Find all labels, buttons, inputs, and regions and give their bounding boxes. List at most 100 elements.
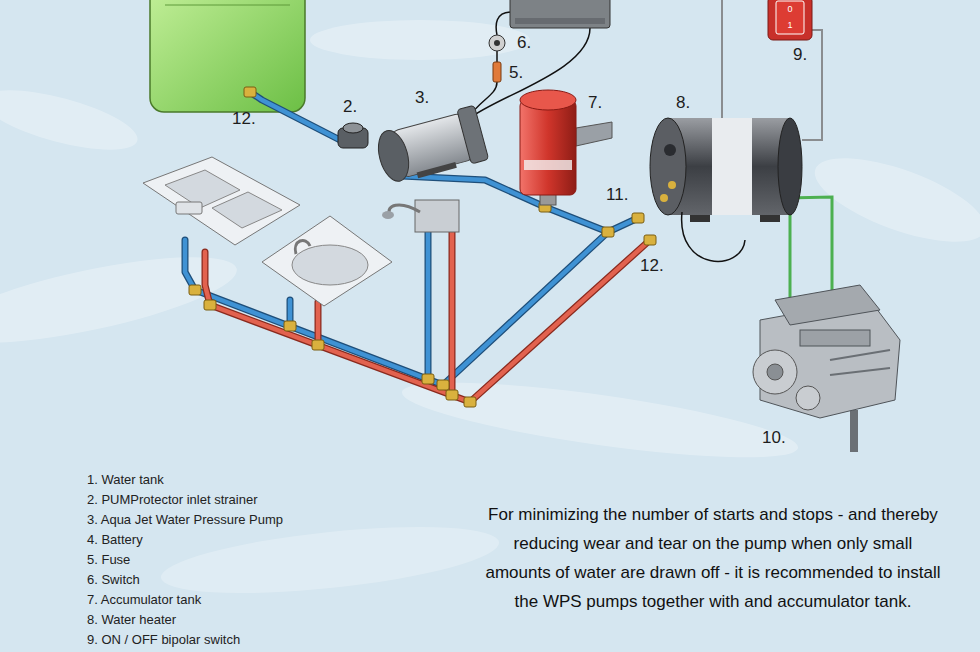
double-sink <box>143 157 300 245</box>
part-list-item: 8. Water heater <box>87 612 176 628</box>
pressure-pump <box>373 105 489 186</box>
engine <box>753 350 797 394</box>
bipolar-switch <box>776 1 804 34</box>
accumulator-tank <box>520 100 576 195</box>
part-list-item: 9. ON / OFF bipolar switch <box>87 632 240 648</box>
callout-number: 10. <box>762 428 786 447</box>
inlet-strainer <box>343 123 363 133</box>
engine <box>830 368 890 375</box>
part-list-item: 1. Water tank <box>87 472 164 488</box>
engine <box>796 386 820 410</box>
part-list-item: 7. Accumulator tank <box>87 592 201 608</box>
switch-6 <box>489 35 505 51</box>
water-heater <box>650 118 686 215</box>
switch-6 <box>494 40 500 46</box>
pipe-fittings <box>464 397 476 407</box>
wash-basin <box>262 216 392 306</box>
panel-lines <box>721 0 723 118</box>
callout-number: 12. <box>232 109 256 128</box>
pressure-pump <box>457 105 489 164</box>
callout-number: 6. <box>517 33 531 52</box>
cold-pipes <box>396 168 638 232</box>
double-sink <box>212 192 282 228</box>
accumulator-tank <box>520 90 576 110</box>
battery <box>510 0 610 28</box>
cold-pipes <box>396 168 638 232</box>
hot-pipes <box>315 302 322 345</box>
part-list-item: 6. Switch <box>87 572 140 588</box>
shower <box>415 200 459 232</box>
heater-cable <box>682 212 745 261</box>
battery <box>515 18 605 24</box>
cold-pipes <box>185 232 608 385</box>
pipe-fittings <box>644 235 656 245</box>
water-heater <box>712 118 752 215</box>
pipe-fittings <box>284 321 296 331</box>
engine <box>767 364 783 380</box>
switch-mark: 1 <box>785 20 795 30</box>
wash-basin <box>295 240 310 254</box>
cold-pipes <box>185 232 608 385</box>
callout-number: 8. <box>676 93 690 112</box>
water-background <box>398 367 801 472</box>
water-tank <box>150 0 305 112</box>
pipe-fittings <box>244 87 256 97</box>
part-list-item: 2. PUMProtector inlet strainer <box>87 492 258 508</box>
pipe-fittings <box>312 340 324 350</box>
accumulator-tank <box>576 122 612 146</box>
callout-number: 3. <box>415 88 429 107</box>
wash-basin <box>292 245 368 285</box>
part-list-item: 4. Battery <box>87 532 143 548</box>
water-background <box>158 514 502 605</box>
shower <box>382 211 394 219</box>
pipe-fittings <box>437 380 449 390</box>
water-heater <box>664 144 676 156</box>
accumulator-tank <box>524 160 572 170</box>
engine <box>830 350 890 360</box>
water-tank <box>150 0 305 112</box>
engine <box>753 285 900 452</box>
callout-number: 12. <box>640 256 664 275</box>
pressure-pump <box>373 127 414 184</box>
cold-pipes <box>185 92 638 385</box>
cold-pipes <box>250 92 340 140</box>
shower <box>382 200 459 232</box>
double-sink <box>176 202 202 214</box>
inlet-strainer <box>338 123 368 148</box>
callout-number: 11. <box>606 185 628 204</box>
hot-pipes <box>316 302 321 345</box>
pipe-fittings <box>422 374 434 384</box>
bipolar-switch <box>768 0 812 40</box>
water-heater <box>660 194 668 202</box>
switch-6 <box>489 35 505 51</box>
pipe-fittings <box>189 285 201 295</box>
engine <box>800 330 870 346</box>
hot-pipes <box>450 232 455 395</box>
cold-pipes <box>426 232 431 379</box>
part-list-item: 3. Aqua Jet Water Pressure Pump <box>87 512 283 528</box>
engine <box>775 285 880 325</box>
callout-number: 2. <box>343 97 357 116</box>
cold-pipes <box>185 92 638 385</box>
wash-basin <box>262 216 392 306</box>
shower <box>389 205 420 215</box>
pressure-pump <box>417 162 457 178</box>
pipe-fittings <box>189 87 656 407</box>
cold-pipes <box>250 92 340 140</box>
water-heater <box>650 118 802 222</box>
part-list-item: 5. Fuse <box>87 552 130 568</box>
water-background <box>0 78 143 162</box>
pipe-fittings <box>204 300 216 310</box>
engine <box>850 410 858 452</box>
callout-number: 7. <box>588 93 602 112</box>
double-sink <box>143 157 300 245</box>
wires <box>496 51 498 62</box>
battery <box>510 0 610 28</box>
callout-number: 5. <box>509 63 523 82</box>
callout-number: 9. <box>793 45 807 64</box>
fuse <box>493 62 501 82</box>
